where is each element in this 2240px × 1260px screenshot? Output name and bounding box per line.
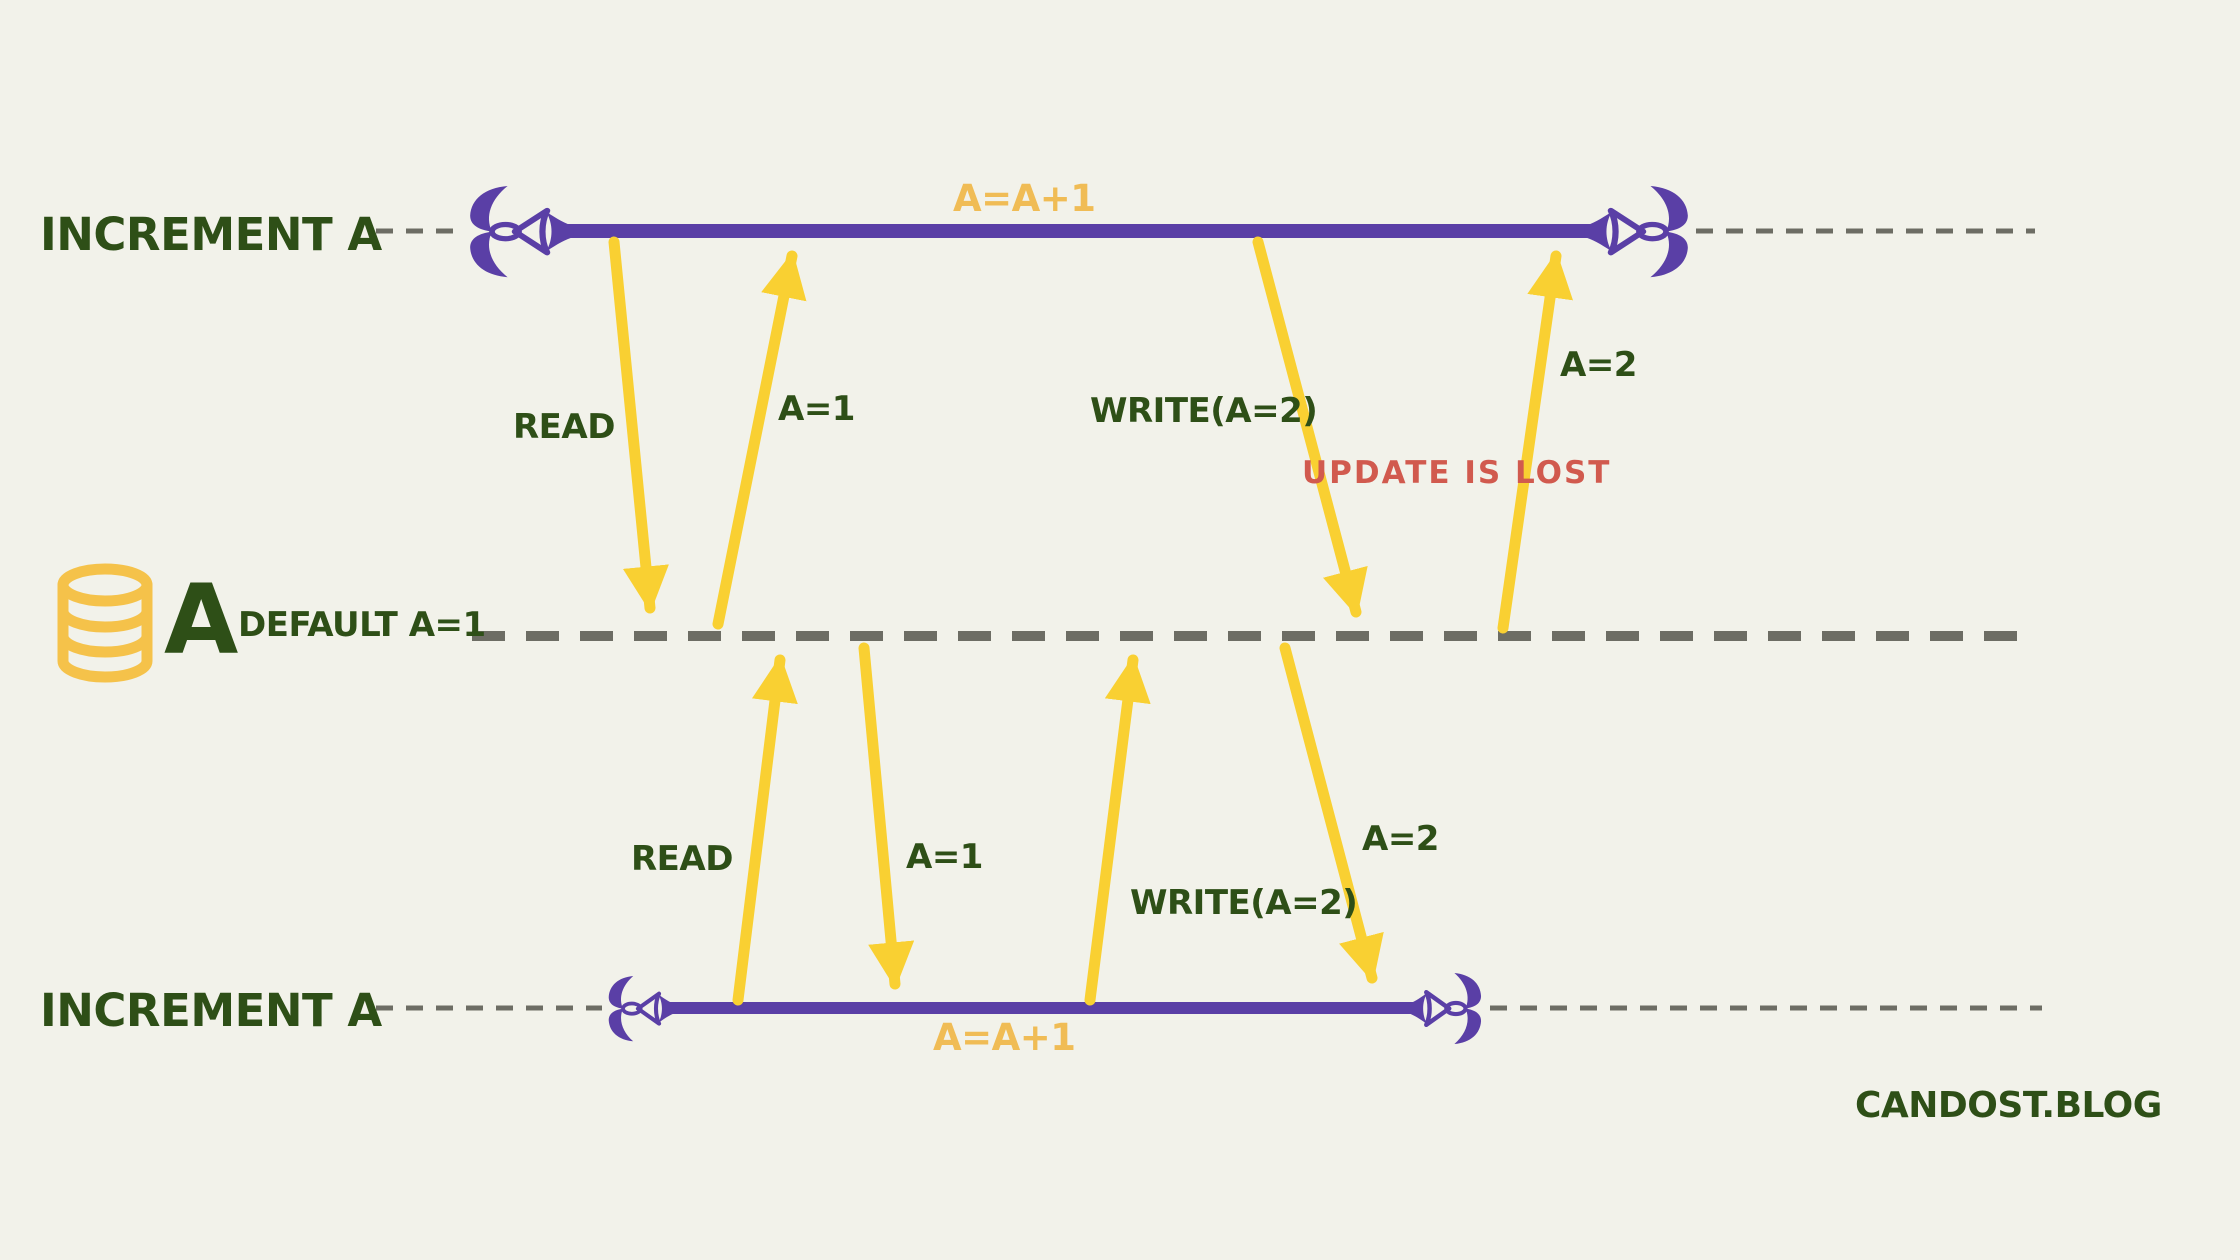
- bottom-a1-label: A=1: [906, 837, 983, 877]
- top-a1-label: A=1: [778, 389, 855, 429]
- top-read-arrow: [608, 236, 669, 614]
- top-lifeline-end-left-icon: [470, 186, 573, 277]
- top-transaction-lifeline: [376, 186, 2035, 277]
- top-write-label: WRITE(A=2): [1090, 391, 1318, 431]
- top-lifeline-end-right-icon: [1585, 186, 1688, 277]
- bottom-lifeline-end-right-icon: [1408, 973, 1481, 1044]
- watermark-label: CANDOST.BLOG: [1855, 1085, 2162, 1126]
- top-operation-label: A=A+1: [953, 177, 1096, 220]
- database-default-label: DEFAULT A=1: [238, 605, 486, 645]
- bottom-read-arrow: [732, 654, 798, 1006]
- bottom-read-label: READ: [631, 839, 733, 879]
- bottom-lifeline-end-left-icon: [609, 976, 676, 1041]
- bottom-operation-label: A=A+1: [933, 1016, 1076, 1059]
- bottom-transaction-lifeline: [376, 973, 2042, 1044]
- top-transaction-label: INCREMENT A: [40, 208, 382, 261]
- bottom-write-arrow: [1084, 654, 1151, 1006]
- bottom-a2-label: A=2: [1362, 819, 1439, 859]
- top-a1-return-arrow: [712, 250, 807, 630]
- bottom-a1-return-arrow: [858, 642, 915, 990]
- database-cylinder-icon: [57, 563, 153, 683]
- bottom-write-label: WRITE(A=2): [1130, 883, 1358, 923]
- top-write-arrow: [1252, 236, 1368, 618]
- top-read-label: READ: [513, 407, 615, 447]
- update-lost-annotation: UPDATE IS LOST: [1302, 455, 1612, 491]
- bottom-a2-return-arrow: [1279, 642, 1384, 984]
- top-a2-label: A=2: [1560, 345, 1637, 385]
- bottom-transaction-label: INCREMENT A: [40, 984, 382, 1037]
- top-a2-return-arrow: [1497, 250, 1574, 634]
- database-name-label: A: [164, 564, 238, 676]
